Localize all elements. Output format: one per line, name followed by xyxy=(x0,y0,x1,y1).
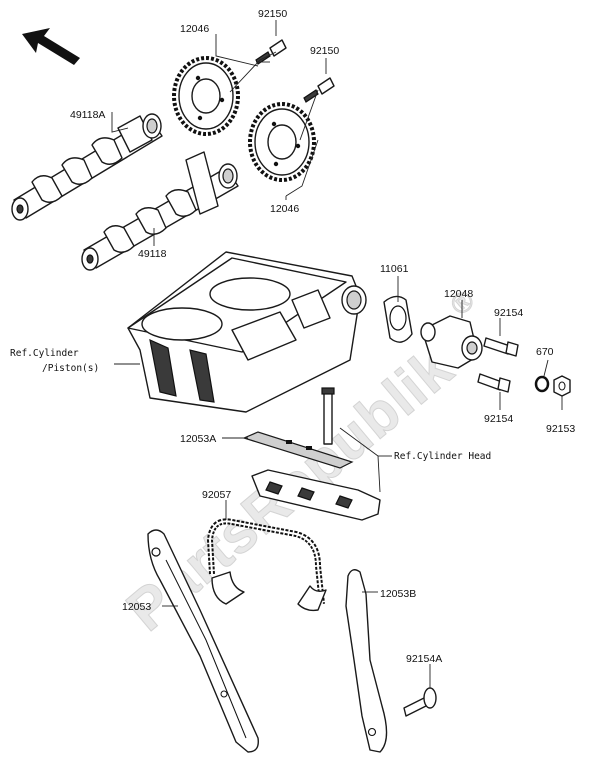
chain-guide-12053 xyxy=(147,529,259,753)
bolt-92150-top xyxy=(255,39,287,65)
label-12053b: 12053B xyxy=(380,588,416,600)
cam-chain-92057 xyxy=(206,518,327,612)
o-ring-670 xyxy=(534,375,550,393)
label-12046-top: 12046 xyxy=(180,23,209,35)
bolt-92154-top xyxy=(483,337,519,357)
gasket-11061 xyxy=(383,295,413,343)
cam-sprocket-12046-lower xyxy=(248,102,316,182)
cam-chain-tensioner-12048 xyxy=(420,315,483,369)
label-12053a: 12053A xyxy=(180,433,216,445)
nut-92153 xyxy=(553,375,571,397)
label-92057: 92057 xyxy=(202,489,231,501)
reference-labels: Ref.Cylinder /Piston(s) Ref.Cylinder Hea… xyxy=(10,348,491,462)
camshaft-49118a xyxy=(11,113,163,221)
chain-guide-12053b xyxy=(345,569,388,753)
part-labels: 92150 12046 92150 49118A 12046 49118 110… xyxy=(70,8,575,665)
ref-cylinder-line1: Ref.Cylinder xyxy=(10,348,79,359)
label-670: 670 xyxy=(536,346,554,358)
holder-bolt xyxy=(321,387,335,445)
label-92150-right: 92150 xyxy=(310,45,339,57)
bolt-92150-right xyxy=(303,77,335,103)
label-92154-bottom: 92154 xyxy=(484,413,513,425)
bolt-92154-bottom xyxy=(477,373,511,393)
camshaft-49118 xyxy=(81,151,239,271)
label-11061: 11061 xyxy=(380,263,409,275)
leader-lines xyxy=(111,20,563,688)
label-92150-top: 92150 xyxy=(258,8,287,20)
pivot-bolt-92154a xyxy=(403,687,437,717)
ref-cylinder-head: Ref.Cylinder Head xyxy=(394,451,491,462)
label-12053: 12053 xyxy=(122,601,151,613)
camshaft-holder xyxy=(251,469,381,521)
label-92153: 92153 xyxy=(546,423,575,435)
label-12046-bottom: 12046 xyxy=(270,203,299,215)
label-92154-top: 92154 xyxy=(494,307,523,319)
cam-sprocket-12046-upper xyxy=(172,56,240,136)
cylinder-head xyxy=(127,251,367,413)
ref-cylinder-line2: /Piston(s) xyxy=(42,363,99,374)
label-49118a: 49118A xyxy=(70,109,105,121)
chain-guide-12053a xyxy=(242,431,354,469)
front-direction-arrow-icon xyxy=(22,28,80,65)
label-49118: 49118 xyxy=(138,248,167,260)
label-12048: 12048 xyxy=(444,288,473,300)
label-92154a: 92154A xyxy=(406,653,442,665)
